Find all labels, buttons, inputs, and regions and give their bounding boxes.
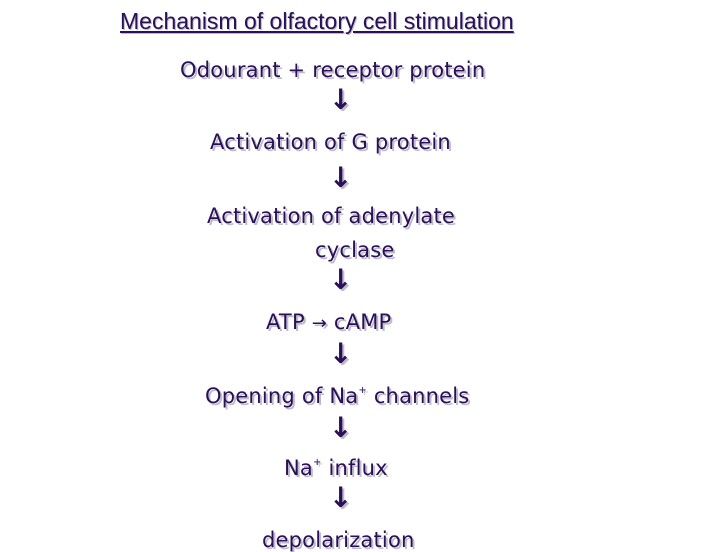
step-na-influx: Na+ influx bbox=[284, 456, 388, 480]
step-atp-camp: ATP → cAMP bbox=[266, 310, 391, 334]
diagram-title: Mechanism of olfactory cell stimulation bbox=[120, 8, 514, 34]
camp-label: cAMP bbox=[333, 310, 392, 334]
step-depolarization: depolarization bbox=[262, 528, 415, 552]
arrow-down-6: ↓ bbox=[329, 481, 353, 514]
step-adenylate-line1: Activation of adenylate bbox=[207, 204, 456, 228]
na-influx-charge: + bbox=[312, 457, 322, 468]
na-channels-pre: Opening of Na bbox=[205, 384, 359, 408]
step-adenylate-line2: cyclase bbox=[315, 238, 395, 262]
na-influx-post: influx bbox=[321, 456, 388, 480]
arrow-down-3: ↓ bbox=[329, 263, 353, 296]
step-na-channels: Opening of Na+ channels bbox=[205, 384, 469, 408]
na-channels-post: channels bbox=[366, 384, 470, 408]
na-charge: + bbox=[358, 385, 367, 396]
arrow-down-5: ↓ bbox=[329, 411, 353, 444]
atp-label: ATP bbox=[266, 310, 305, 334]
arrow-down-4: ↓ bbox=[329, 337, 353, 370]
arrow-down-1: ↓ bbox=[329, 83, 353, 116]
arrow-down-2: ↓ bbox=[329, 161, 353, 194]
step-g-protein-activation: Activation of G protein bbox=[210, 130, 451, 154]
step-odourant-receptor: Odourant + receptor protein bbox=[180, 58, 486, 82]
right-arrow-icon: → bbox=[311, 313, 328, 334]
na-influx-pre: Na bbox=[284, 456, 313, 480]
